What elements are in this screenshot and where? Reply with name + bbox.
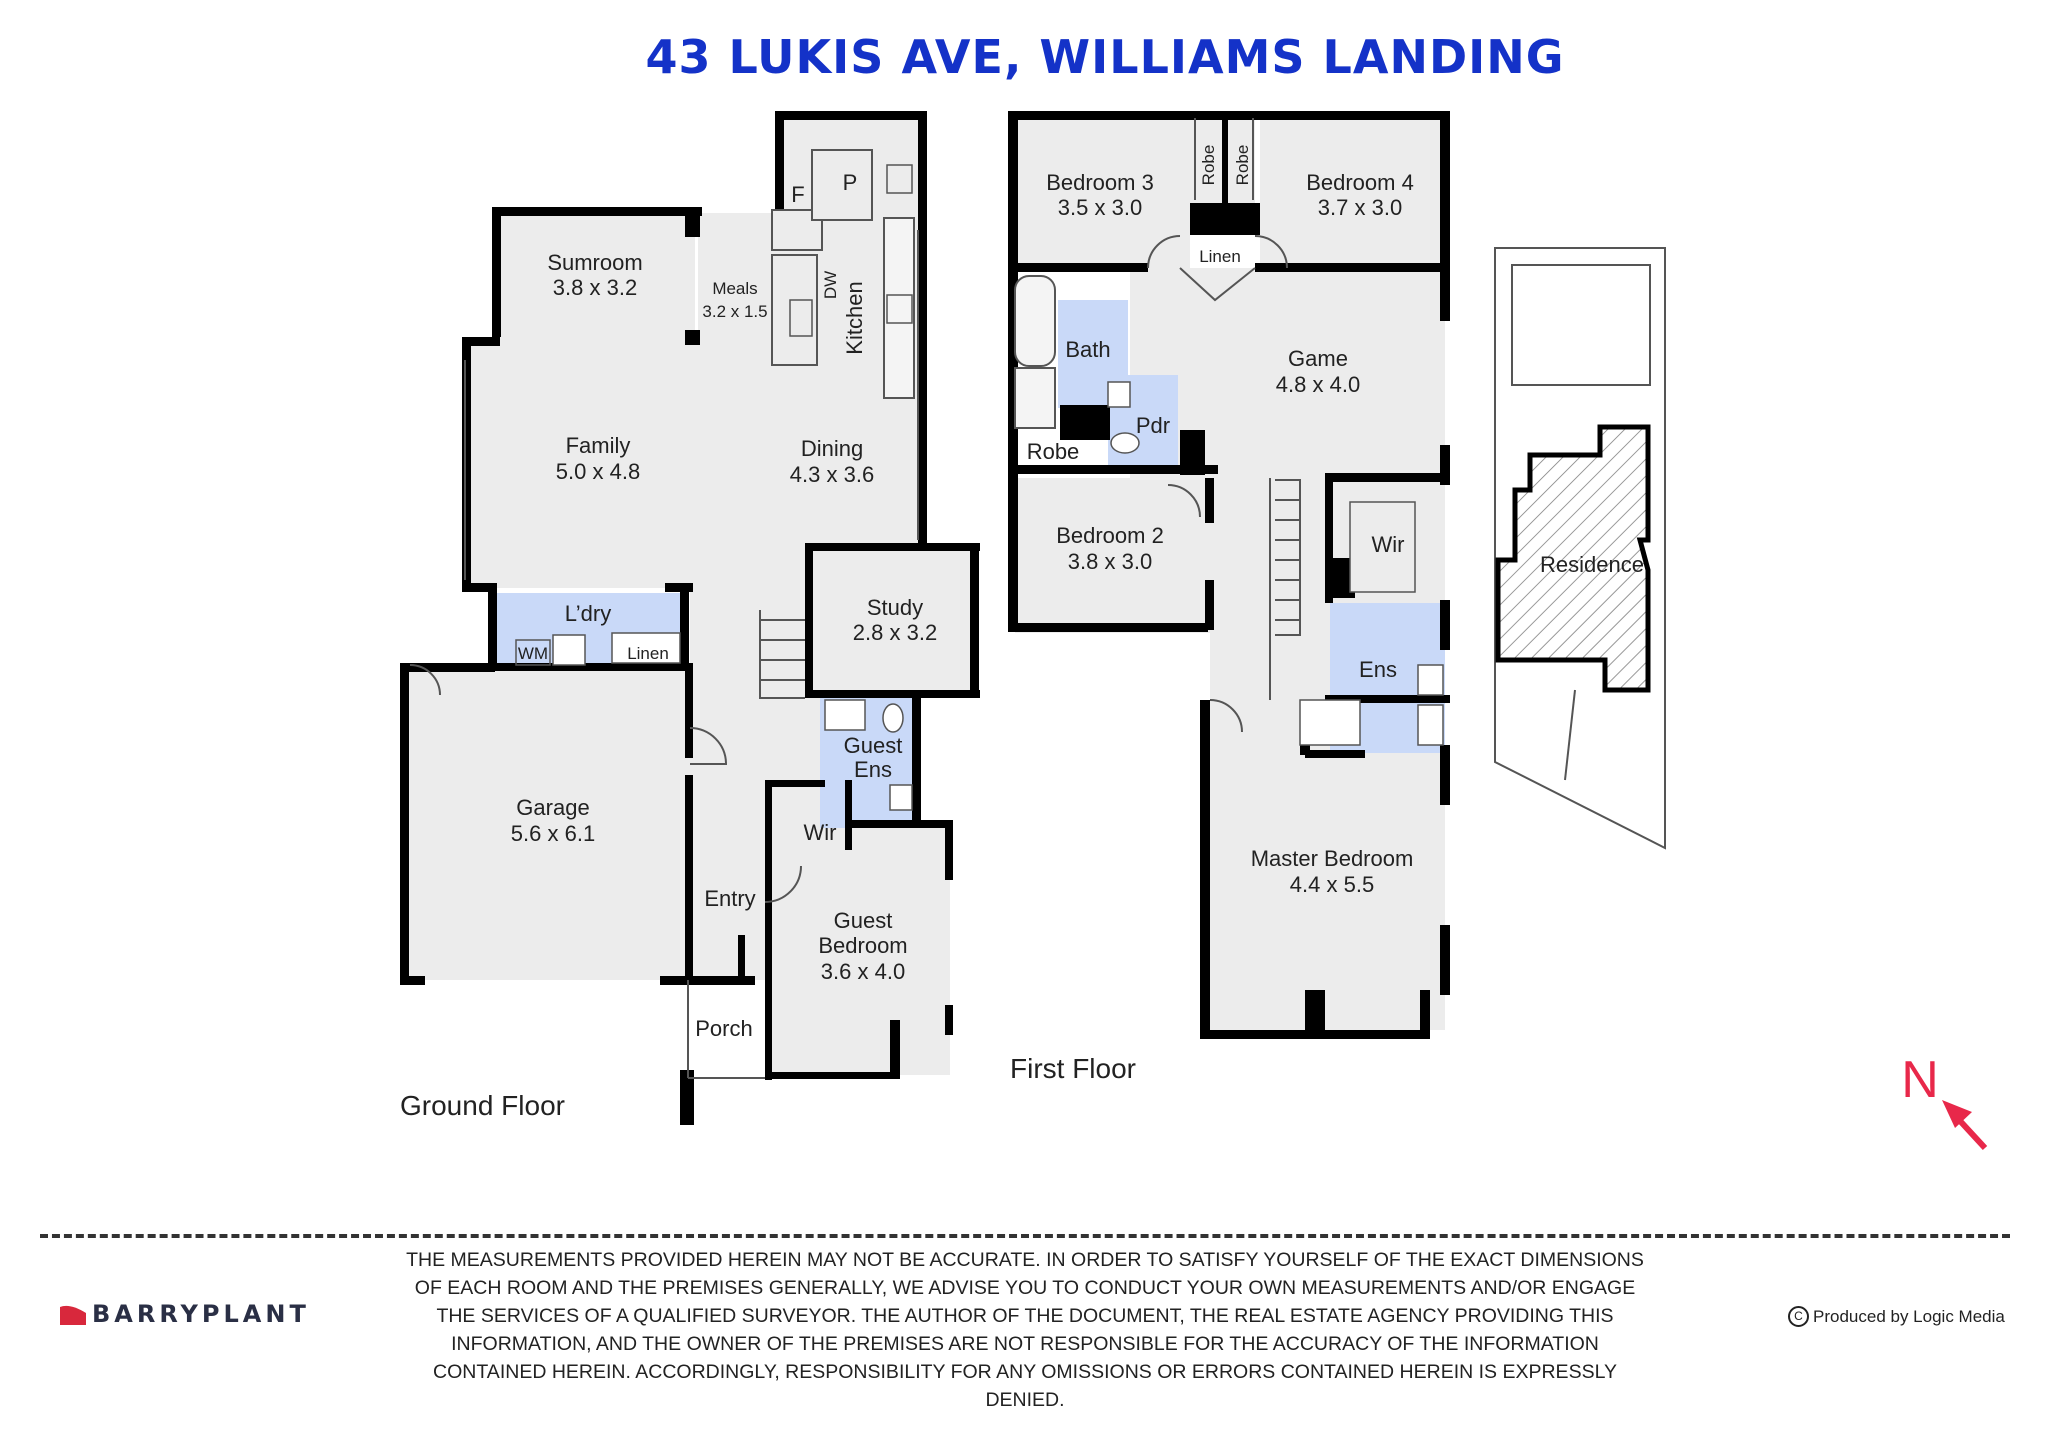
sumroom-label: Sumroom bbox=[547, 250, 642, 275]
meals-label: Meals bbox=[712, 279, 757, 298]
site-plan bbox=[1494, 247, 1666, 850]
game-size: 4.8 x 4.0 bbox=[1276, 372, 1360, 397]
residence-label: Residence bbox=[1540, 552, 1644, 577]
robe-a-label: Robe bbox=[1199, 145, 1218, 186]
robe-c-label: Robe bbox=[1027, 439, 1080, 464]
family-label: Family bbox=[566, 433, 631, 458]
brand-logo: BARRYPLANT bbox=[60, 1300, 310, 1328]
floor-plan: Sumroom 3.8 x 3.2 Meals 3.2 x 1.5 Kitche… bbox=[400, 111, 1988, 1151]
bedroom2-size: 3.8 x 3.0 bbox=[1068, 549, 1152, 574]
guest-ens-label-2: Ens bbox=[854, 757, 892, 782]
linen-ground-label: Linen bbox=[627, 644, 669, 663]
study-size: 2.8 x 3.2 bbox=[853, 620, 937, 645]
guest-ens-label-1: Guest bbox=[844, 733, 903, 758]
first-floor-label: First Floor bbox=[1010, 1053, 1136, 1084]
kitchen-label: Kitchen bbox=[842, 281, 867, 354]
wir-ground-label: Wir bbox=[804, 820, 837, 845]
ground-floor-label: Ground Floor bbox=[400, 1090, 565, 1121]
game-label: Game bbox=[1288, 346, 1348, 371]
brand-mark-icon bbox=[60, 1305, 86, 1325]
north-label: N bbox=[1901, 1051, 1939, 1109]
linen-first-label: Linen bbox=[1199, 247, 1241, 266]
bedroom3-label: Bedroom 3 bbox=[1046, 170, 1154, 195]
wir-first-label: Wir bbox=[1372, 532, 1405, 557]
washing-machine-label: WM bbox=[518, 644, 548, 663]
first-floor-plan bbox=[1008, 111, 1450, 1039]
bedroom2-label: Bedroom 2 bbox=[1056, 523, 1164, 548]
guest-bedroom-label-1: Guest bbox=[834, 908, 893, 933]
garage-size: 5.6 x 6.1 bbox=[511, 821, 595, 846]
north-arrow: N bbox=[1901, 1051, 1988, 1151]
dining-label: Dining bbox=[801, 436, 863, 461]
bedroom4-size: 3.7 x 3.0 bbox=[1318, 195, 1402, 220]
ensuite-label: Ens bbox=[1359, 657, 1397, 682]
entry-label: Entry bbox=[704, 886, 755, 911]
garage-label: Garage bbox=[516, 795, 589, 820]
dining-size: 4.3 x 3.6 bbox=[790, 462, 874, 487]
divider bbox=[40, 1234, 2010, 1238]
page-title: 43 LUKIS AVE, WILLIAMS LANDING bbox=[645, 30, 1565, 84]
family-size: 5.0 x 4.8 bbox=[556, 459, 640, 484]
disclaimer-text: THE MEASUREMENTS PROVIDED HEREIN MAY NOT… bbox=[406, 1249, 1644, 1411]
guest-bedroom-size: 3.6 x 4.0 bbox=[821, 959, 905, 984]
bath-label: Bath bbox=[1065, 337, 1110, 362]
bedroom4-label: Bedroom 4 bbox=[1306, 170, 1414, 195]
guest-bedroom-label-2: Bedroom bbox=[818, 933, 907, 958]
sumroom-size: 3.8 x 3.2 bbox=[553, 275, 637, 300]
meals-size: 3.2 x 1.5 bbox=[702, 302, 767, 321]
bedroom3-size: 3.5 x 3.0 bbox=[1058, 195, 1142, 220]
credit-line: C Produced by Logic Media bbox=[1788, 1306, 2005, 1327]
north-arrow-icon bbox=[1942, 1100, 1972, 1128]
dishwasher-label: DW bbox=[821, 271, 840, 299]
robe-b-label: Robe bbox=[1233, 145, 1252, 186]
porch-label: Porch bbox=[695, 1016, 752, 1041]
study-label: Study bbox=[867, 595, 923, 620]
pantry-label: P bbox=[843, 170, 858, 195]
master-bedroom-label: Master Bedroom bbox=[1251, 846, 1414, 871]
copyright-icon: C bbox=[1788, 1306, 1809, 1327]
powder-room-label: Pdr bbox=[1136, 413, 1170, 438]
brand-name: BARRYPLANT bbox=[92, 1300, 310, 1328]
credit-text: Produced by Logic Media bbox=[1813, 1306, 2005, 1326]
fridge-label: F bbox=[791, 182, 804, 207]
ground-floor-plan bbox=[400, 111, 980, 1125]
laundry-label: L’dry bbox=[565, 601, 611, 626]
master-bedroom-size: 4.4 x 5.5 bbox=[1290, 872, 1374, 897]
